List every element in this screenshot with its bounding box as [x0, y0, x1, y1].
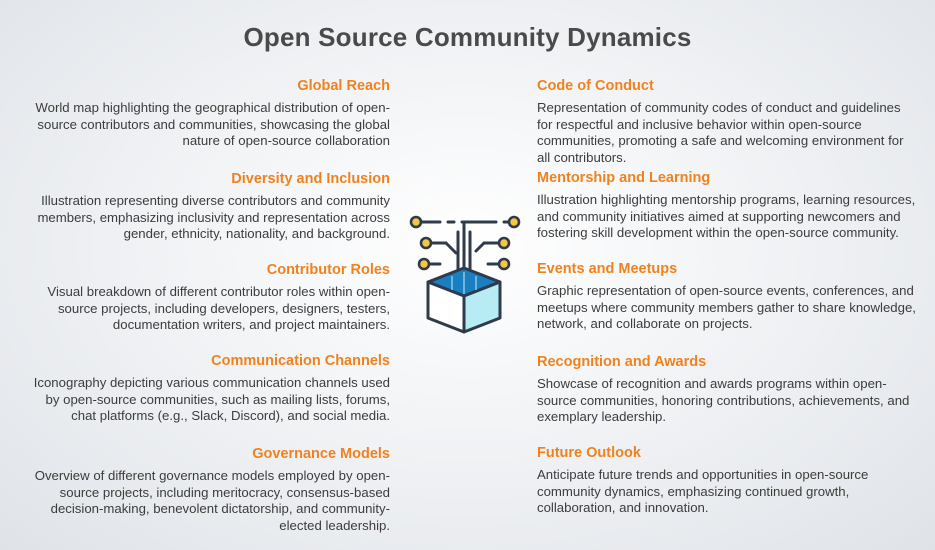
section-heading: Recognition and Awards [537, 354, 707, 370]
section-governance-models: Governance Models Overview of different … [30, 446, 390, 534]
section-text: World map highlighting the geographical … [35, 100, 390, 148]
section-text: Graphic representation of open-source ev… [537, 283, 916, 331]
section-recognition-awards: Recognition and Awards Showcase of recog… [537, 354, 917, 426]
section-global-reach: Global Reach World map highlighting the … [30, 78, 390, 150]
section-future-outlook: Future Outlook Anticipate future trends … [537, 445, 917, 517]
section-communication-channels: Communication Channels Iconography depic… [30, 353, 390, 425]
section-heading: Contributor Roles [266, 262, 390, 278]
network-cube-icon [409, 215, 521, 334]
section-heading: Code of Conduct [537, 78, 654, 94]
section-heading: Global Reach [297, 78, 390, 94]
section-text: Iconography depicting various communicat… [33, 375, 390, 423]
section-heading: Events and Meetups [537, 261, 678, 277]
section-heading: Future Outlook [537, 445, 641, 461]
section-text: Showcase of recognition and awards progr… [537, 376, 910, 424]
section-text: Anticipate future trends and opportuniti… [537, 467, 869, 515]
section-code-of-conduct: Code of Conduct Representation of commun… [537, 78, 917, 166]
page-title: Open Source Community Dynamics [243, 22, 692, 52]
section-heading: Communication Channels [211, 353, 390, 369]
section-mentorship-learning: Mentorship and Learning Illustration hig… [537, 170, 917, 242]
section-diversity-inclusion: Diversity and Inclusion Illustration rep… [30, 171, 390, 243]
section-heading: Mentorship and Learning [537, 170, 711, 186]
section-contributor-roles: Contributor Roles Visual breakdown of di… [30, 262, 390, 334]
section-text: Illustration representing diverse contri… [37, 193, 390, 241]
section-text: Representation of community codes of con… [537, 100, 904, 165]
section-text: Illustration highlighting mentorship pro… [537, 192, 916, 240]
section-heading: Governance Models [252, 446, 390, 462]
section-heading: Diversity and Inclusion [231, 171, 390, 187]
section-text: Visual breakdown of different contributo… [47, 284, 390, 332]
section-text: Overview of different governance models … [34, 468, 390, 533]
section-events-meetups: Events and Meetups Graphic representatio… [537, 261, 917, 333]
